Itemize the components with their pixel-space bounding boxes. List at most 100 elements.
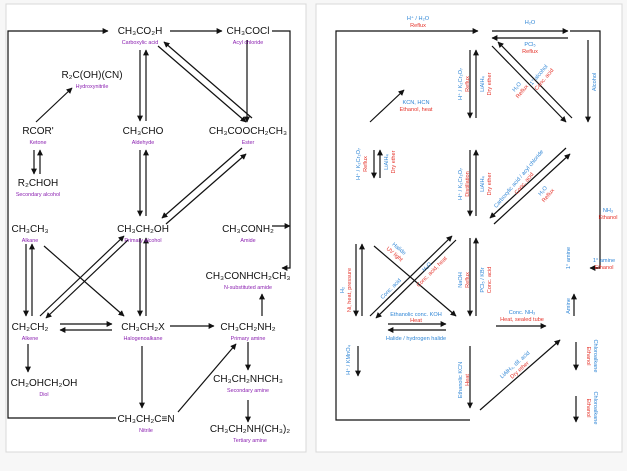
- svg-text:NaOH: NaOH: [458, 272, 464, 288]
- condition-acid-to-acyl-2: H₂O: [525, 20, 536, 26]
- svg-text:Ethanol: Ethanol: [595, 265, 614, 271]
- svg-text:H₂O: H₂O: [538, 185, 550, 197]
- compound-primary-alcohol: CH₃CH₂OH Primary alcohol: [117, 224, 169, 244]
- compound-n-substituted-amide: CH₃CONHCH₂CH₃ N-substituted amide: [206, 271, 291, 291]
- svg-text:CH₃CO₂H: CH₃CO₂H: [118, 26, 163, 37]
- compound-acyl-chloride: CH₃COCl Acyl chloride: [227, 26, 270, 46]
- svg-text:H₂O: H₂O: [512, 81, 524, 93]
- svg-text:CH₃CH₂NHCH₃: CH₃CH₂NHCH₃: [213, 374, 283, 385]
- svg-text:Aldehyde: Aldehyde: [132, 140, 154, 146]
- svg-text:Primary alcohol: Primary alcohol: [124, 238, 161, 244]
- svg-text:Reflux: Reflux: [363, 156, 369, 172]
- compound-tertiary-amine: CH₃CH₂NH(CH₃)₂ Tertiary amine: [210, 424, 290, 444]
- condition-amide-side: 1° amine: [566, 247, 572, 269]
- svg-text:H₂: H₂: [340, 287, 346, 293]
- svg-text:H⁺ / H₂O: H⁺ / H₂O: [407, 15, 430, 22]
- svg-text:Alkene: Alkene: [22, 336, 38, 342]
- svg-text:Ethanol: Ethanol: [585, 347, 591, 366]
- condition-halo-alcohol-2: PCl₅ / KBr Conc. acid: [480, 267, 493, 293]
- svg-text:Acyl chloride: Acyl chloride: [233, 40, 264, 46]
- condition-ketone-2: LiAlH₄ Dry ether: [384, 150, 397, 173]
- condition-halo-nitrile: Ethanolic KCN Heat: [458, 362, 471, 398]
- svg-text:Diol: Diol: [39, 392, 48, 398]
- svg-text:CH₃CONH₂: CH₃CONH₂: [222, 224, 274, 235]
- svg-text:N-substituted amide: N-substituted amide: [224, 285, 272, 291]
- svg-text:PCl₅: PCl₅: [524, 42, 535, 48]
- right-panel: [315, 3, 623, 453]
- condition-halo-alcohol-1: NaOH Reflux: [458, 272, 471, 288]
- svg-text:Dry ether: Dry ether: [391, 150, 397, 173]
- condition-acid-to-acyl-3: PCl₅ Reflux: [522, 42, 538, 55]
- svg-text:Nitrile: Nitrile: [139, 428, 153, 434]
- left-arrows: [7, 28, 291, 423]
- svg-text:Reflux: Reflux: [465, 272, 471, 288]
- svg-text:H⁺ / K₂Cr₂O₇: H⁺ / K₂Cr₂O₇: [457, 68, 464, 100]
- svg-text:Reflux: Reflux: [522, 49, 538, 55]
- svg-text:Ni, heat, pressure: Ni, heat, pressure: [347, 268, 353, 312]
- svg-text:Primary amine: Primary amine: [231, 336, 266, 342]
- condition-addition: Halide / hydrogen halide: [386, 336, 446, 342]
- svg-text:H⁺ / K₂Cr₂O₇: H⁺ / K₂Cr₂O₇: [457, 168, 464, 200]
- compound-alkane: CH₃CH₃ Alkane: [11, 224, 48, 244]
- compound-halogenoalkane: CH₃CH₂X Halogenoalkane: [121, 322, 165, 342]
- svg-text:Dry ether: Dry ether: [487, 172, 493, 195]
- compound-nitrile: CH₃CH₂C≡N Nitrile: [117, 414, 174, 434]
- compound-ester: CH₃COOCH₂CH₃ Ester: [209, 126, 287, 146]
- svg-text:CH₃CH₃: CH₃CH₃: [11, 224, 48, 235]
- svg-text:1° amine: 1° amine: [593, 258, 615, 264]
- svg-text:H₂O: H₂O: [525, 20, 536, 26]
- svg-text:Dry ether: Dry ether: [487, 72, 493, 95]
- svg-text:CH₃CH₂NH(CH₃)₂: CH₃CH₂NH(CH₃)₂: [210, 424, 290, 435]
- svg-text:Heat, sealed tube: Heat, sealed tube: [500, 317, 544, 323]
- condition-alkane-alkene: H₂ Ni, heat, pressure: [340, 268, 353, 312]
- svg-text:Ethanol: Ethanol: [599, 215, 618, 221]
- svg-text:Distillation: Distillation: [465, 171, 471, 197]
- svg-text:H⁺ / KMnO₄: H⁺ / KMnO₄: [345, 344, 352, 375]
- svg-text:Amide: Amide: [240, 238, 255, 244]
- condition-nsub-to-amine: 1° amine Ethanol: [593, 258, 615, 271]
- svg-text:Chloroalkane: Chloroalkane: [592, 392, 598, 425]
- compound-alkene: CH₂CH₂ Alkene: [12, 322, 49, 342]
- compound-amide: CH₃CONH₂ Amide: [222, 224, 274, 244]
- svg-text:Alkane: Alkane: [22, 238, 38, 244]
- right-arrows: [335, 28, 601, 423]
- compound-ketone: RCOR' Ketone: [22, 126, 53, 146]
- svg-text:Reflux: Reflux: [410, 23, 426, 29]
- svg-text:Ketone: Ketone: [29, 140, 46, 146]
- svg-text:LiAlH₄: LiAlH₄: [384, 153, 390, 169]
- condition-aldehyde-to-acid-2: LiAlH₄ Dry ether: [480, 72, 493, 95]
- svg-text:Tertiary amine: Tertiary amine: [233, 438, 267, 444]
- svg-text:LiAlH₄: LiAlH₄: [480, 175, 486, 191]
- condition-hydroxynitrile: KCN, HCN Ethanol, heat: [400, 100, 433, 113]
- condition-amide-to-nsub: NH₃ Ethanol: [599, 208, 618, 221]
- compound-carboxylic-acid: CH₃CO₂H Carboxylic acid: [118, 26, 163, 46]
- svg-text:CH₂CH₂: CH₂CH₂: [12, 322, 49, 333]
- condition-amide-from-acyl: Alcohol: [592, 73, 598, 91]
- svg-text:Chloroalkane: Chloroalkane: [592, 340, 598, 373]
- compound-secondary-alcohol: R₂CHOH Secondary alcohol: [16, 178, 60, 198]
- compound-hydroxynitrile: R₂C(OH)(CN) Hydroxynitrile: [61, 70, 122, 90]
- left-panel: [5, 3, 307, 453]
- condition-alcohol-to-aldehyde-2: LiAlH₄ Dry ether: [480, 172, 493, 195]
- svg-text:Amine: Amine: [566, 298, 572, 314]
- svg-text:R₂C(OH)(CN): R₂C(OH)(CN): [61, 70, 122, 81]
- svg-text:LiAlH₄: LiAlH₄: [480, 75, 486, 91]
- svg-text:CH₃CHO: CH₃CHO: [123, 126, 164, 137]
- svg-text:CH₃CH₂C≡N: CH₃CH₂C≡N: [117, 414, 174, 425]
- svg-text:CH₃COCl: CH₃COCl: [227, 26, 270, 37]
- svg-text:Ethanol: Ethanol: [585, 399, 591, 418]
- svg-text:Halogenoalkane: Halogenoalkane: [124, 336, 163, 342]
- svg-text:CH₃COOCH₂CH₃: CH₃COOCH₂CH₃: [209, 126, 287, 137]
- svg-text:Reflux: Reflux: [465, 76, 471, 92]
- svg-text:CH₂OHCH₂OH: CH₂OHCH₂OH: [11, 378, 78, 389]
- svg-text:Alcohol: Alcohol: [592, 73, 598, 91]
- svg-text:CH₃CH₂OH: CH₃CH₂OH: [117, 224, 169, 235]
- condition-acid-to-acyl-1: H⁺ / H₂O Reflux: [407, 15, 430, 29]
- svg-text:NH₃: NH₃: [603, 208, 613, 214]
- condition-amine-amine: Amine: [566, 298, 572, 314]
- svg-text:H⁺ / K₂Cr₂O₇: H⁺ / K₂Cr₂O₇: [355, 148, 362, 180]
- condition-elimination: Ethanolic conc. KOH Heat: [390, 312, 442, 324]
- svg-text:1° amine: 1° amine: [566, 247, 572, 269]
